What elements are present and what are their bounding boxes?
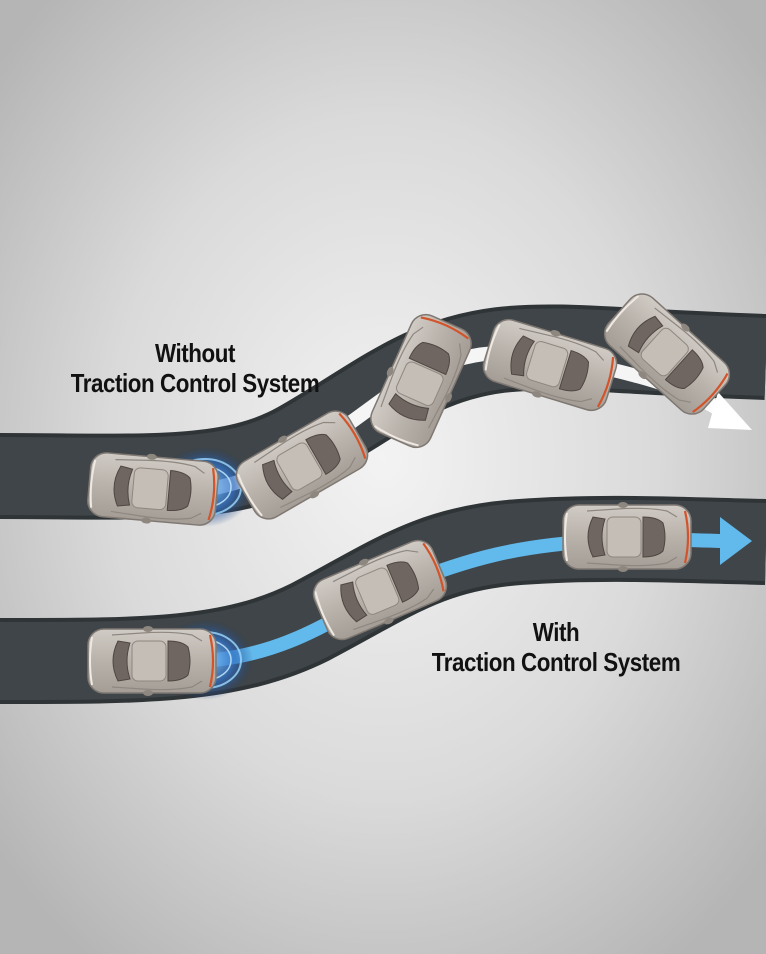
car-top-view-icon [562, 502, 692, 572]
car-top-view-icon [85, 448, 221, 530]
direction-arrow-icon [720, 517, 752, 565]
label-with-tcs: With Traction Control System [427, 617, 685, 677]
label-without-tcs: Without Traction Control System [66, 338, 324, 398]
label-without-line2: Traction Control System [70, 368, 320, 398]
label-without-line1: Without [155, 338, 235, 368]
label-with-line1: With [532, 617, 580, 647]
car-top-view-icon [87, 626, 217, 696]
label-with-line2: Traction Control System [431, 647, 681, 677]
direction-arrow-icon [708, 392, 752, 430]
